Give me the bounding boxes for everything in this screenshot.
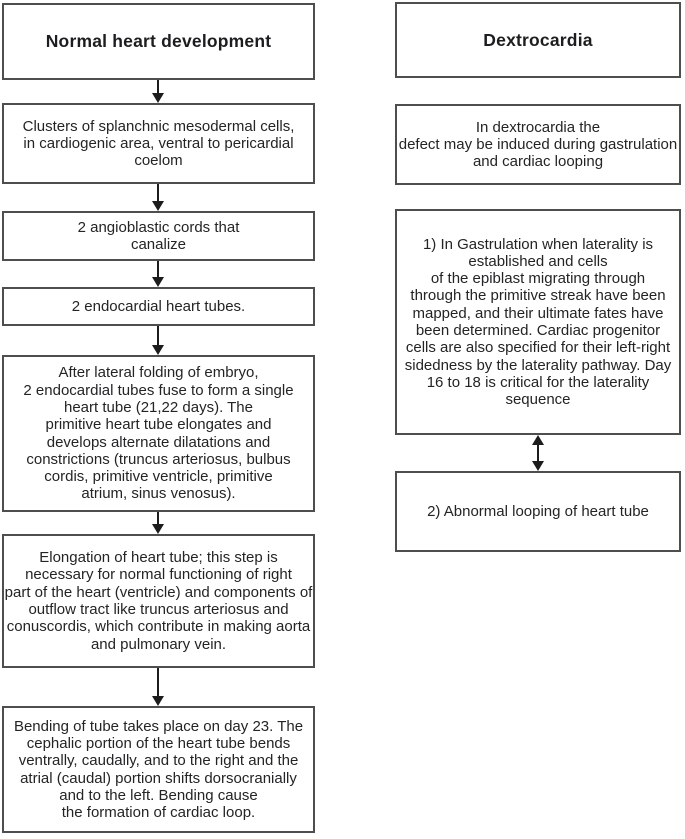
flow-box-elongation: Elongation of heart tube; this step is n…	[2, 534, 315, 668]
arrow-down-icon	[152, 326, 164, 355]
header-box-dextrocardia: Dextrocardia	[395, 2, 681, 78]
column-title-left: Normal heart development	[45, 31, 272, 51]
flow-box-abnormal-looping: 2) Abnormal looping of heart tube	[395, 471, 681, 552]
double-arrow-icon	[532, 435, 544, 471]
flow-box-text: 1) In Gastrulation when laterality is es…	[404, 235, 672, 409]
arrow-down-icon	[152, 512, 164, 534]
flow-box-endocardial-tubes: 2 endocardial heart tubes.	[2, 287, 315, 326]
flow-box-text: 2 endocardial heart tubes.	[71, 297, 246, 315]
header-box-normal-heart-development: Normal heart development	[2, 3, 315, 80]
flow-box-text: Elongation of heart tube; this step is n…	[4, 549, 313, 653]
arrow-down-icon	[152, 261, 164, 287]
column-title-right: Dextrocardia	[483, 29, 593, 50]
flow-box-text: 2) Abnormal looping of heart tube	[427, 502, 649, 520]
flow-box-text: 2 angioblastic cords that canalize	[77, 218, 240, 253]
flow-box-text: Clusters of splanchnic mesodermal cells,…	[22, 117, 295, 170]
flow-box-angioblastic-cords: 2 angioblastic cords that canalize	[2, 211, 315, 261]
arrow-down-icon	[152, 80, 164, 103]
flow-box-dextrocardia-defect: In dextrocardia the defect may be induce…	[395, 104, 681, 185]
flow-box-text: Bending of tube takes place on day 23. T…	[13, 717, 304, 822]
flow-box-lateral-folding: After lateral folding of embryo, 2 endoc…	[2, 355, 315, 512]
flow-box-gastrulation-laterality: 1) In Gastrulation when laterality is es…	[395, 209, 681, 435]
flow-box-splanchnic-clusters: Clusters of splanchnic mesodermal cells,…	[2, 103, 315, 184]
flow-box-bending-cardiac-loop: Bending of tube takes place on day 23. T…	[2, 706, 315, 833]
flow-box-text: In dextrocardia the defect may be induce…	[398, 118, 678, 171]
flow-box-text: After lateral folding of embryo, 2 endoc…	[23, 364, 294, 503]
arrow-down-icon	[152, 184, 164, 211]
arrow-down-icon	[152, 668, 164, 706]
